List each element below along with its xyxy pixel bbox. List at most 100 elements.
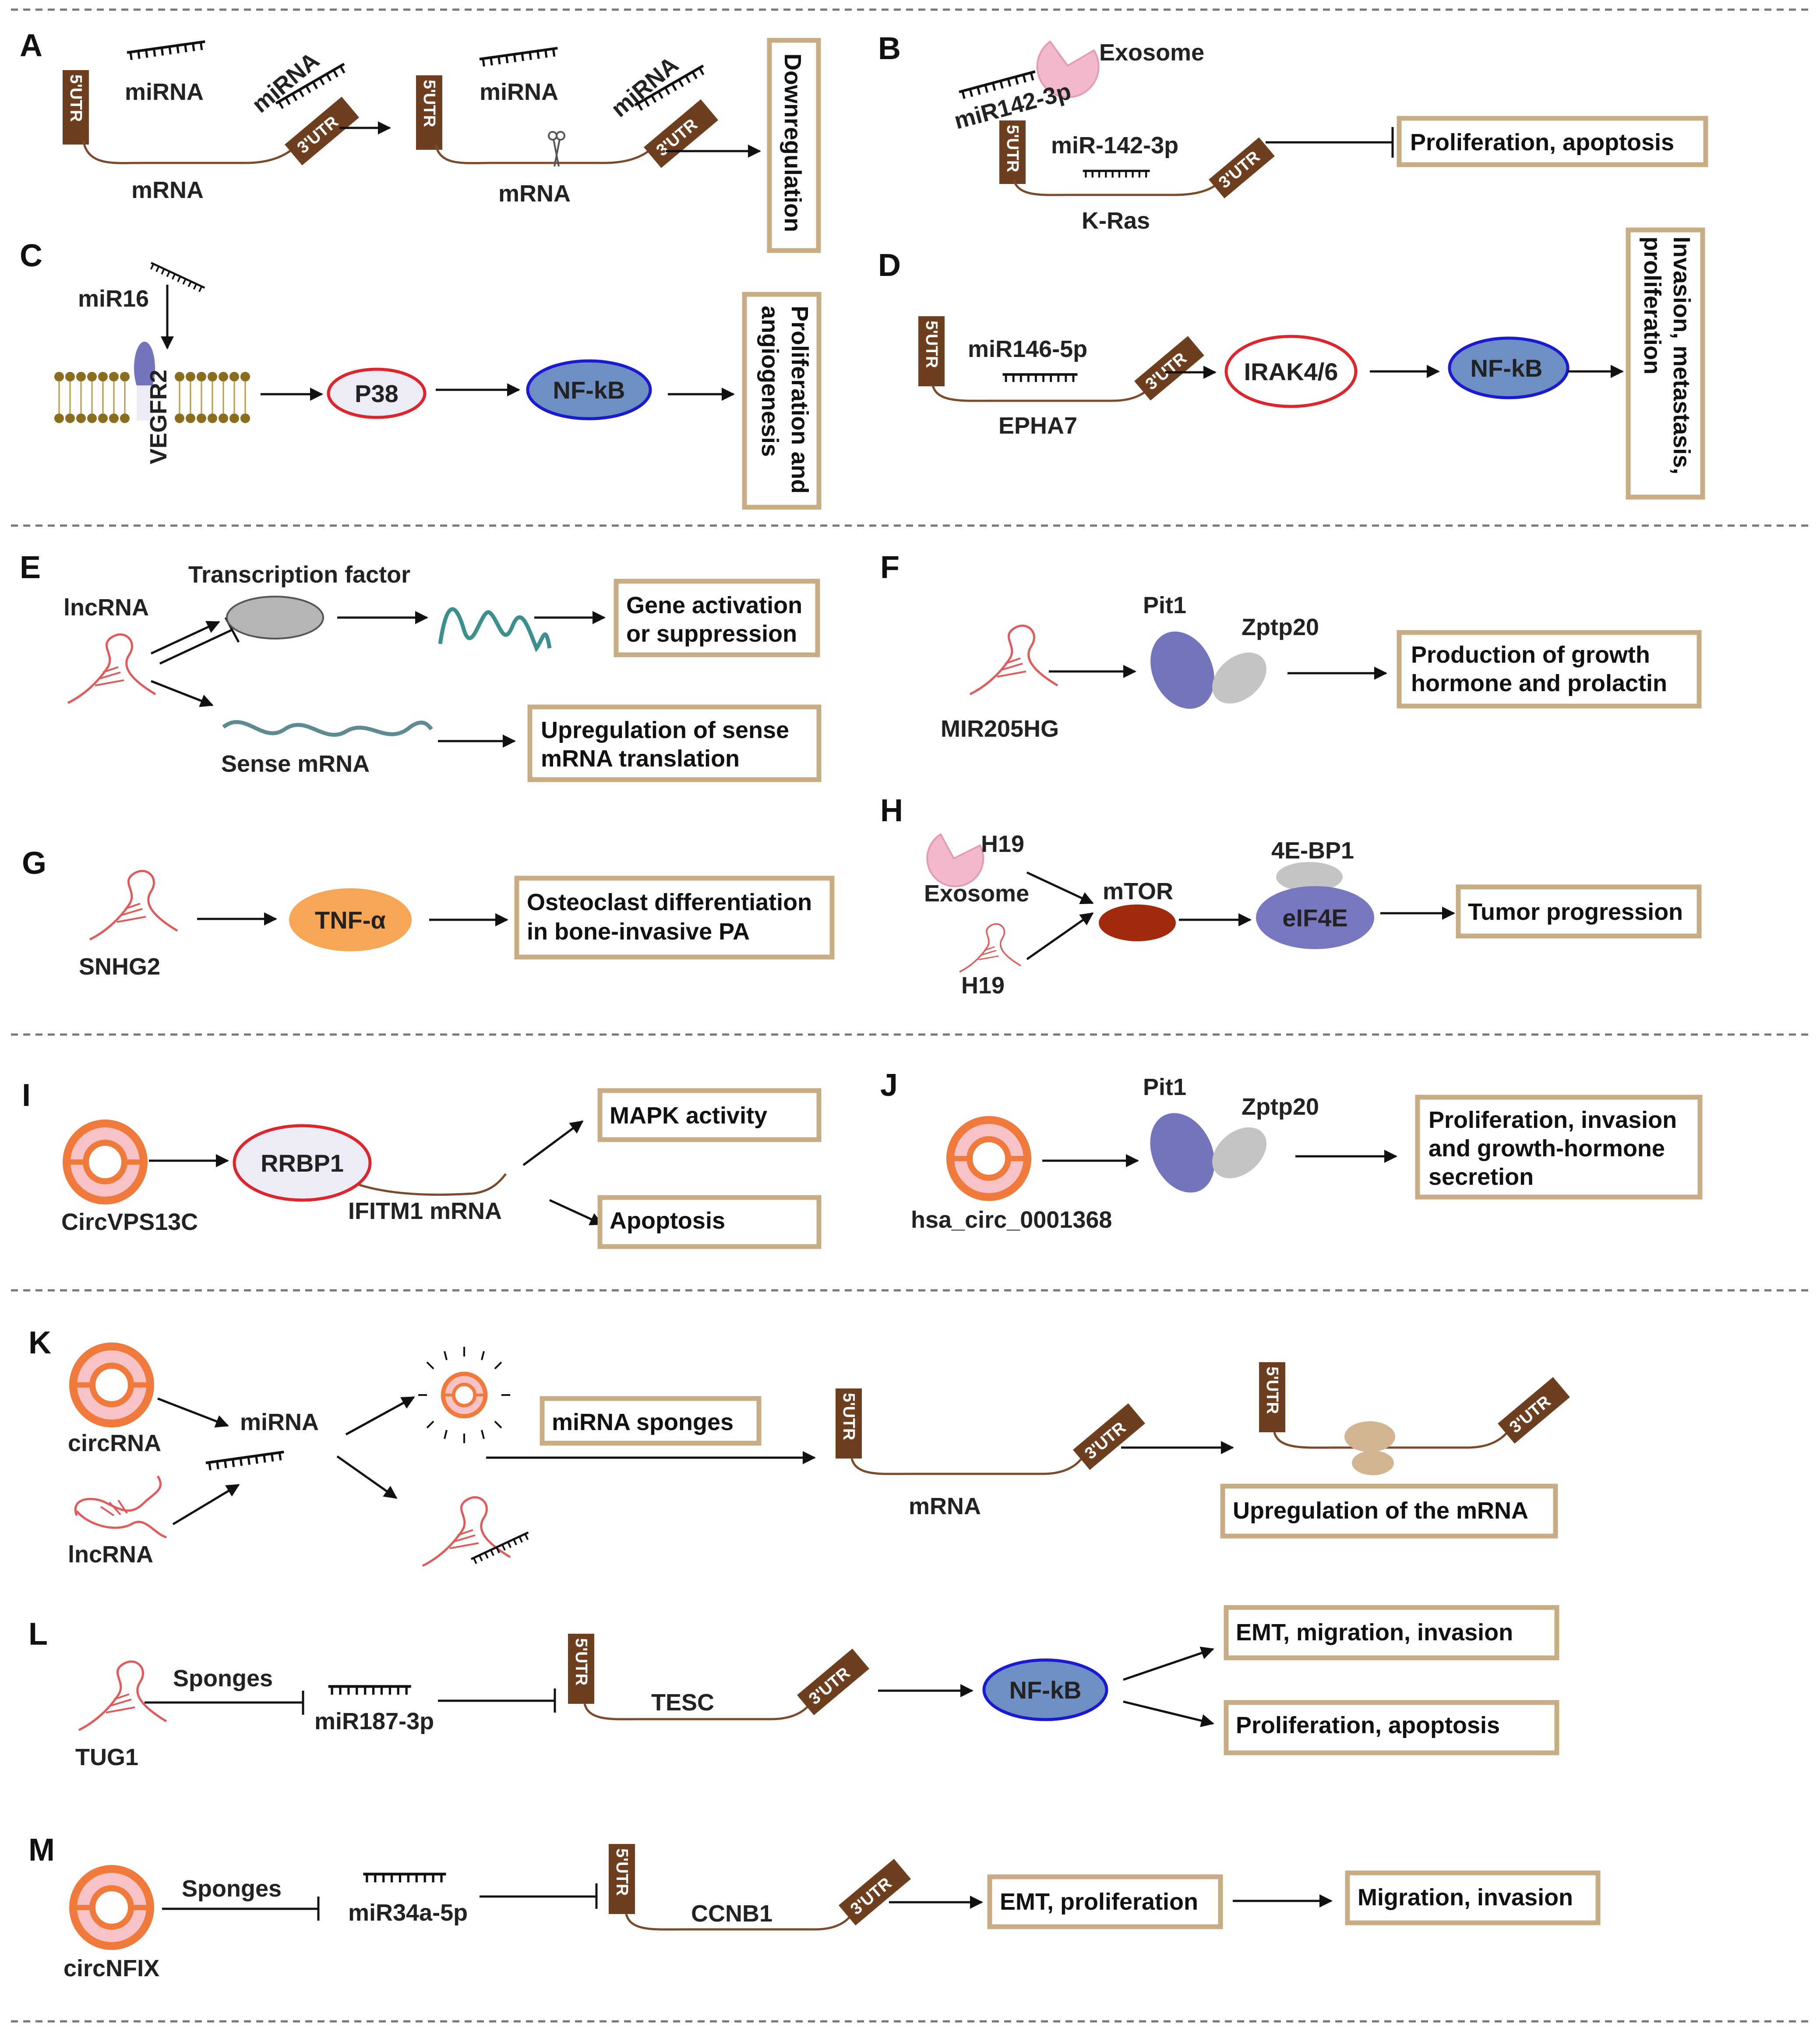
nfkb-node bbox=[982, 1658, 1108, 1721]
exosome-icon bbox=[1036, 40, 1100, 98]
result-label: Downregulation bbox=[779, 53, 806, 232]
result-label: in bone-invasive PA bbox=[527, 918, 750, 945]
result-label: Proliferation, apoptosis bbox=[1236, 1712, 1500, 1738]
result-label: or suppression bbox=[626, 621, 797, 647]
mirna-icon bbox=[363, 1874, 446, 1883]
p38-label: P38 bbox=[355, 380, 399, 407]
result-label: and growth-hormone bbox=[1428, 1135, 1665, 1162]
pit1-label: Pit1 bbox=[1143, 592, 1186, 618]
result-box bbox=[1415, 1095, 1703, 1200]
exosome-label: Exosome bbox=[1099, 39, 1204, 66]
result-box bbox=[1397, 630, 1702, 709]
mirna-icon bbox=[1083, 171, 1150, 177]
result-box bbox=[1220, 1484, 1558, 1539]
utr5-label: 5'UTR bbox=[613, 1848, 631, 1896]
mirna-label: miRNA bbox=[125, 79, 204, 105]
mrna-label: mRNA bbox=[909, 1493, 981, 1519]
panel-letter: G bbox=[22, 846, 46, 881]
circrna-label: circNFIX bbox=[63, 1955, 159, 1982]
result-box bbox=[1224, 1700, 1559, 1755]
tf-node bbox=[226, 596, 324, 639]
circrna-sponge-icon bbox=[418, 1347, 510, 1443]
nfkb-node bbox=[526, 359, 652, 420]
panel-letter: B bbox=[878, 31, 901, 66]
rrbp-label: RRBP1 bbox=[261, 1149, 344, 1177]
gene-label: EPHA7 bbox=[998, 413, 1077, 439]
exosome-label: Exosome bbox=[924, 880, 1029, 907]
result-box bbox=[1456, 884, 1702, 939]
panel-k: K circRNA lncRNA miRNA miRNA sponges bbox=[28, 1325, 1570, 1568]
utr5-label: 5'UTR bbox=[1003, 125, 1022, 172]
lncrna-label: lncRNA bbox=[68, 1541, 153, 1568]
utr5-label: 5'UTR bbox=[1263, 1367, 1281, 1414]
panel-j: J hsa_circ_0001368 Pit1 Zptp20 Prolifera… bbox=[880, 1068, 1703, 1233]
result-label: Invasion, metastasis, bbox=[1668, 237, 1695, 474]
mirna-label: miR16 bbox=[78, 286, 149, 312]
panel-c: C miR16 VEGFR2 P38 NF-kB bbox=[20, 238, 822, 510]
panel-letter: L bbox=[28, 1617, 48, 1652]
lncrna-label: TUG1 bbox=[75, 1744, 138, 1770]
zptp-label: Zptp20 bbox=[1242, 614, 1319, 640]
result-box bbox=[1345, 1870, 1601, 1925]
lncrna-icon bbox=[423, 1498, 510, 1566]
result-label: Proliferation, apoptosis bbox=[1410, 129, 1674, 155]
result-label: mRNA translation bbox=[541, 745, 740, 772]
sponge-label: miRNA sponges bbox=[552, 1409, 734, 1435]
result-label: Upregulation of sense bbox=[541, 717, 789, 743]
circrna-icon bbox=[73, 1869, 150, 1946]
sponges-label: Sponges bbox=[182, 1876, 282, 1902]
panel-b: B Exosome miR142-3p 5'UTR miR-142-3p K-R… bbox=[878, 31, 1708, 234]
mirna-icon bbox=[206, 1452, 285, 1471]
nfkb-label: NF-kB bbox=[553, 376, 625, 404]
result-label: Tumor progression bbox=[1468, 899, 1683, 925]
bp1-label: 4E-BP1 bbox=[1271, 837, 1354, 864]
zptp-node bbox=[1212, 652, 1266, 704]
mrna-label: mRNA bbox=[498, 180, 571, 207]
panel-d: D 5'UTR miR146-5p EPHA7 3'UTR IRAK4/6 NF… bbox=[878, 227, 1705, 500]
mirna-icon bbox=[328, 1686, 411, 1695]
result-label: hormone and prolactin bbox=[1411, 670, 1667, 696]
sense-mrna-icon bbox=[222, 720, 433, 737]
mirna-icon bbox=[1003, 374, 1078, 382]
panel-m: M circNFIX Sponges miR34a-5p 5'UTR CCNB1… bbox=[28, 1833, 1601, 1982]
lncrna-icon bbox=[970, 626, 1058, 694]
panel-letter: M bbox=[28, 1833, 55, 1868]
mirna-label: miRNA bbox=[606, 52, 683, 123]
gene-label: K-Ras bbox=[1082, 208, 1150, 234]
circrna-label: hsa_circ_0001368 bbox=[911, 1207, 1112, 1233]
result-label: proliferation bbox=[1639, 237, 1665, 374]
mirna-icon bbox=[480, 48, 559, 67]
circrna-label: CircVPS13C bbox=[61, 1209, 198, 1235]
eif-node bbox=[1256, 886, 1374, 949]
result-label: Osteoclast differentiation bbox=[527, 889, 812, 915]
panel-letter: C bbox=[20, 238, 42, 273]
utr5-label: 5'UTR bbox=[839, 1393, 858, 1440]
result-label: Apoptosis bbox=[610, 1208, 725, 1234]
scissors-icon bbox=[548, 131, 565, 167]
mtor-node bbox=[1099, 904, 1176, 941]
lncrna-label: MIR205HG bbox=[941, 716, 1059, 742]
lncrna-label: SNHG2 bbox=[79, 954, 160, 980]
panel-e: E lncRNA Transcription factor Gene activ… bbox=[20, 550, 822, 782]
result-label: Upregulation of the mRNA bbox=[1233, 1498, 1528, 1524]
result-label: Migration, invasion bbox=[1358, 1884, 1573, 1911]
pit1-label: Pit1 bbox=[1143, 1074, 1186, 1100]
h19-label: H19 bbox=[981, 831, 1024, 857]
membrane-icon bbox=[54, 342, 250, 423]
panel-g: G SNHG2 TNF-α Osteoclast differentiation… bbox=[22, 846, 835, 980]
result-label: MAPK activity bbox=[610, 1102, 767, 1129]
circrna-icon bbox=[950, 1120, 1027, 1197]
panel-a: A 5'UTR miRNA mRNA miRNA 3'UTR 5'UTR miR… bbox=[20, 28, 821, 253]
panel-letter: H bbox=[880, 793, 903, 828]
result-label: Proliferation and bbox=[787, 306, 813, 494]
lncrna-icon bbox=[959, 923, 1022, 973]
panel-h: H H19 Exosome H19 mTOR 4E-BP1 eIF4E Tumo… bbox=[880, 793, 1702, 999]
dna-wave-icon bbox=[438, 607, 552, 653]
tnf-node bbox=[289, 888, 412, 951]
result-box bbox=[527, 704, 822, 782]
tnf-label: TNF-α bbox=[315, 906, 386, 934]
irak-label: IRAK4/6 bbox=[1244, 358, 1338, 385]
panel-f: F MIR205HG Pit1 Zptp20 Production of gro… bbox=[880, 550, 1702, 742]
mrna-label: IFITM1 mRNA bbox=[348, 1198, 502, 1224]
